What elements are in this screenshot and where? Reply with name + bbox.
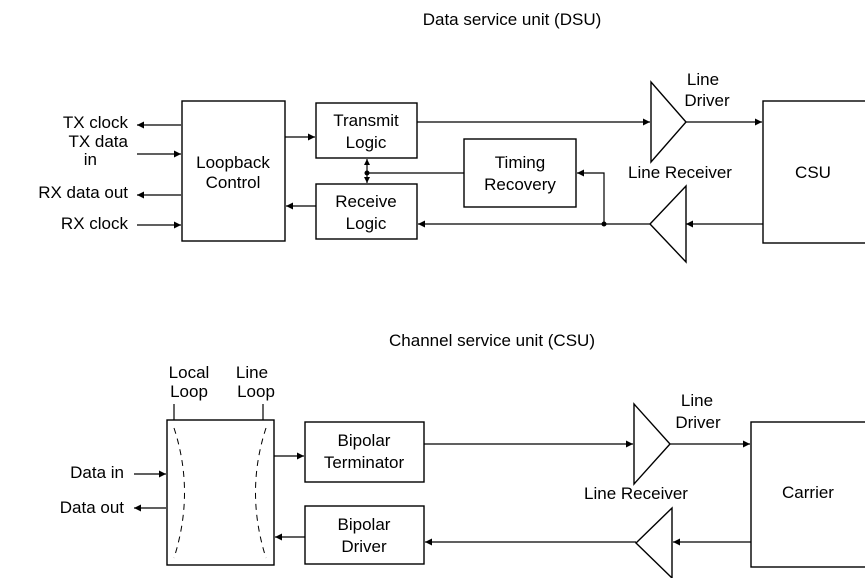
csu-line-driver-label-line2: Driver	[675, 413, 721, 432]
csu-line-driver-triangle	[633, 402, 671, 486]
carrier-box	[750, 421, 865, 568]
loopback-control-label-line2: Control	[206, 173, 261, 192]
loopback-box	[166, 419, 275, 566]
dsu-line-receiver-triangle	[649, 184, 687, 264]
line-loop-label-line1: Line	[236, 363, 268, 382]
dsu-line-driver-label-line1: Line	[687, 70, 719, 89]
csu-box-label: CSU	[795, 163, 831, 182]
local-loop-dashed-path	[173, 427, 185, 559]
bipolar-driver-label-line2: Driver	[341, 537, 387, 556]
carrier-box-label: Carrier	[782, 483, 834, 502]
csu-box	[762, 100, 865, 244]
timing-recovery-label-line1: Timing	[495, 153, 545, 172]
csu-line-driver-label-line1: Line	[681, 391, 713, 410]
transmit-logic-label-line1: Transmit	[333, 111, 399, 130]
csu-line-receiver-triangle	[634, 506, 673, 578]
loopback-control-label-line1: Loopback	[196, 153, 270, 172]
loopback-control-box	[181, 100, 286, 242]
bipolar-terminator-box	[304, 421, 425, 483]
local-loop-label-line1: Local	[169, 363, 210, 382]
csu-line-receiver-label: Line Receiver	[584, 484, 688, 503]
csu-title: Channel service unit (CSU)	[389, 331, 595, 350]
line-loop-label-line2: Loop	[237, 382, 275, 401]
timing-recovery-label-line2: Recovery	[484, 175, 556, 194]
local-loop-label-line2: Loop	[170, 382, 208, 401]
bipolar-terminator-label-line1: Bipolar	[338, 431, 391, 450]
timing-recovery-box	[463, 138, 577, 208]
receive-tap-dot	[601, 221, 607, 227]
receive-logic-label-line1: Receive	[335, 192, 396, 211]
dsu-line-driver-label-line2: Driver	[684, 91, 730, 110]
transmit-logic-label-line2: Logic	[346, 133, 387, 152]
tx-data-label-line2: in	[84, 150, 97, 169]
receive-logic-label-line2: Logic	[346, 214, 387, 233]
data-in-label: Data in	[70, 463, 124, 482]
clock-junction-dot	[364, 170, 370, 176]
data-out-label: Data out	[60, 498, 125, 517]
bipolar-driver-label-line1: Bipolar	[338, 515, 391, 534]
rx-clock-label: RX clock	[61, 214, 129, 233]
tx-data-label-line1: TX data	[68, 132, 128, 151]
dsu-diagram: Data service unit (DSU) TX clock TX data…	[38, 10, 865, 264]
bipolar-driver-box	[304, 505, 425, 565]
receive-logic-box	[315, 183, 418, 240]
dsu-title: Data service unit (DSU)	[423, 10, 602, 29]
bipolar-terminator-label-line2: Terminator	[324, 453, 405, 472]
receive-tap-to-timing-arrow	[577, 169, 605, 224]
transmit-logic-box	[315, 102, 418, 159]
dsu-line-receiver-label: Line Receiver	[628, 163, 732, 182]
rx-data-out-label: RX data out	[38, 183, 128, 202]
csu-diagram: Channel service unit (CSU) Local Loop Li…	[60, 331, 865, 578]
dsu-line-driver-triangle	[650, 80, 687, 164]
line-loop-dashed-path	[255, 427, 267, 559]
tx-clock-label: TX clock	[63, 113, 129, 132]
